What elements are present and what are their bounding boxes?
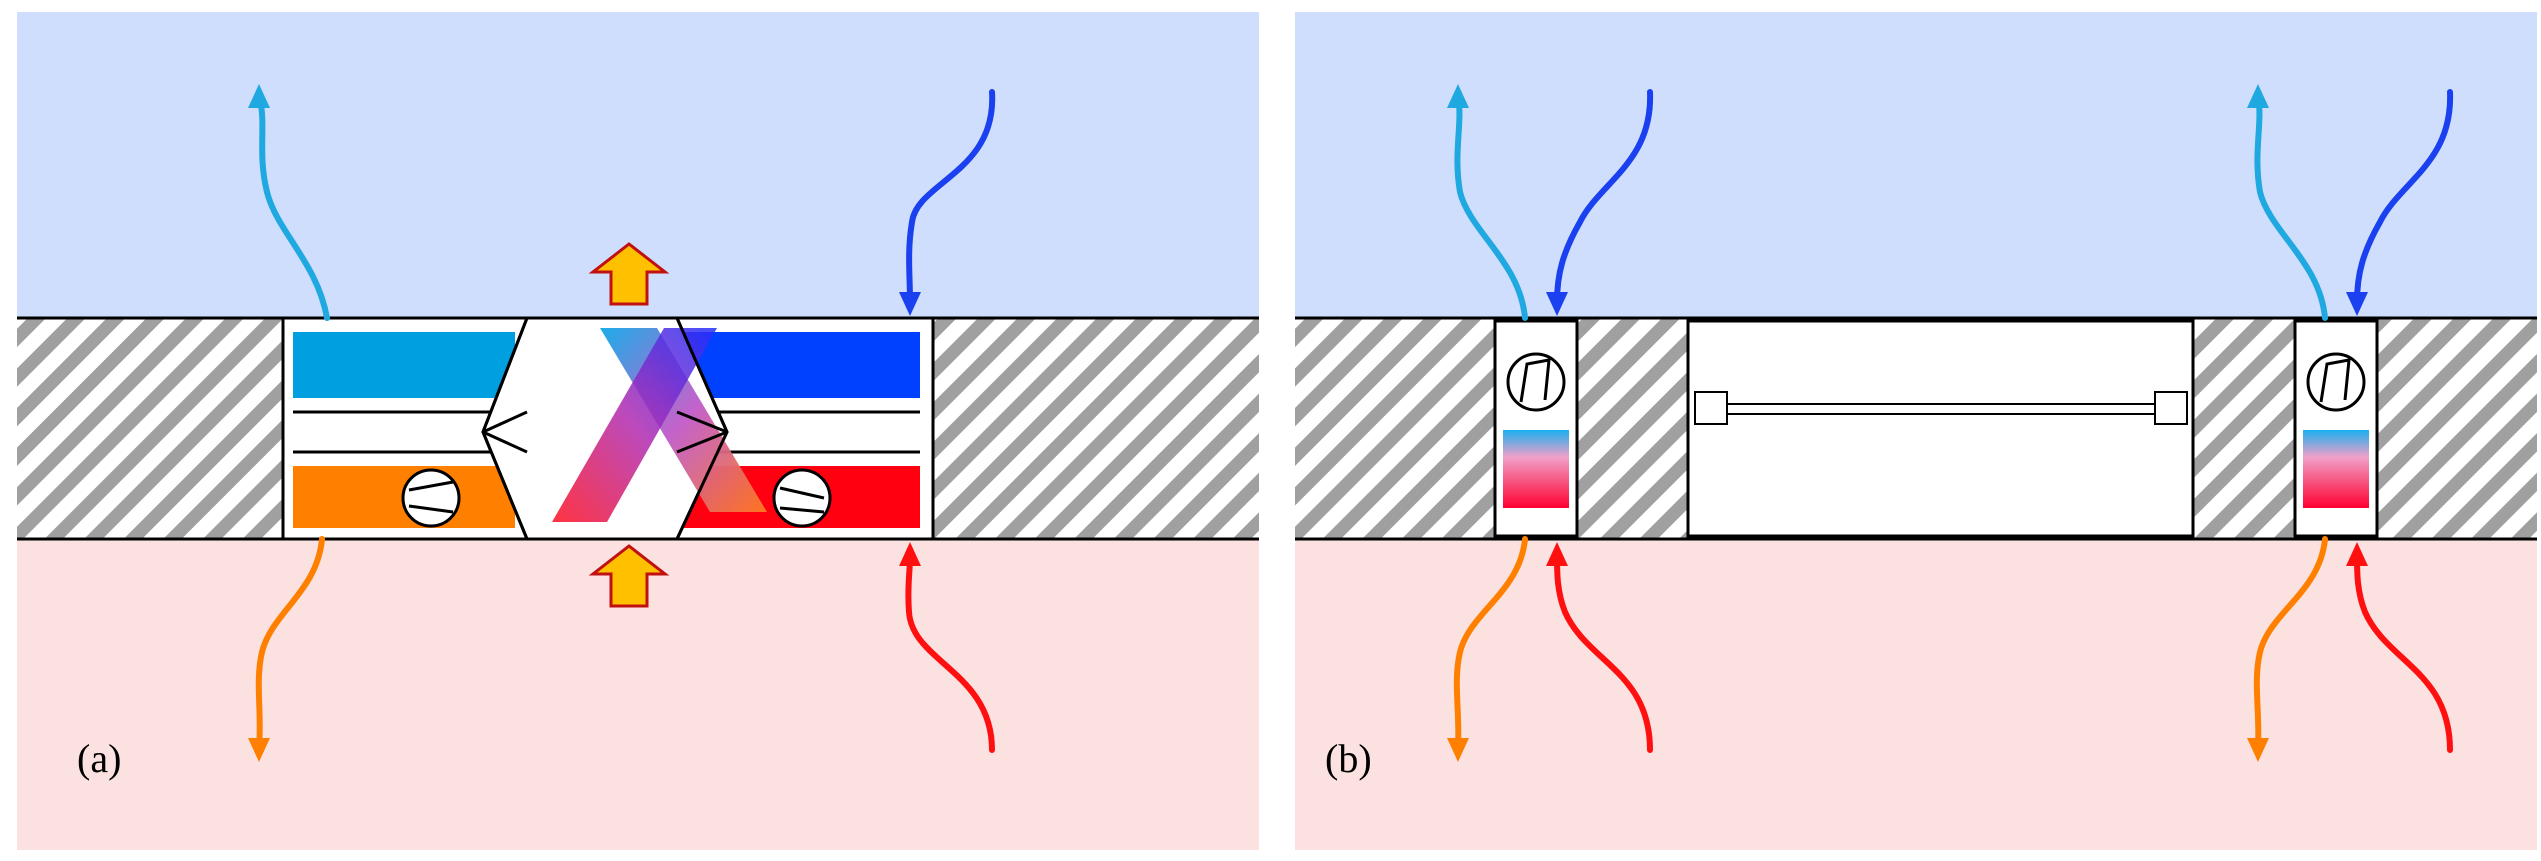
supply-air-arrowhead	[2247, 738, 2269, 762]
panel-a-diagram: (a)	[17, 12, 1259, 850]
heat-recovery-unit	[281, 316, 935, 541]
return-air-arrowhead	[2346, 542, 2368, 566]
fan-icon	[401, 468, 461, 528]
crossflow-heat-exchanger	[481, 316, 767, 541]
supply-air-arrowhead	[1447, 738, 1469, 762]
exhaust-duct	[293, 332, 515, 398]
return-air-arrow	[1554, 554, 1653, 753]
fresh-air-arrow	[1554, 89, 1654, 305]
exhaust-air-arrow	[256, 94, 330, 321]
ceramic-regenerator	[2303, 430, 2369, 508]
fresh-air-arrowhead	[899, 292, 921, 316]
panel-b-decentralized-units: (b)	[1295, 12, 2537, 850]
heat-flow-arrow-up	[588, 544, 670, 608]
regenerative-unit-left	[1493, 319, 1579, 538]
indoor-zone	[1295, 539, 2537, 850]
fresh-air-arrow	[906, 89, 996, 305]
ceramic-regenerator	[1503, 430, 1569, 508]
return-air-arrow	[905, 554, 995, 753]
fresh-air-arrowhead	[1546, 292, 1568, 316]
return-air-arrow	[2354, 554, 2453, 753]
supply-air-arrow	[255, 536, 325, 750]
return-air-arrowhead	[899, 542, 921, 566]
panel-b-diagram: (b)	[1295, 12, 2537, 850]
heat-flow-arrow-up	[588, 242, 670, 306]
fresh-air-duct	[680, 332, 920, 398]
panel-a-centralized-unit: (a)	[17, 12, 1259, 850]
return-air-arrowhead	[1546, 542, 1568, 566]
supply-air-arrow	[2253, 536, 2328, 750]
exhaust-air-arrowhead	[248, 84, 270, 108]
outdoor-zone	[1295, 12, 2537, 318]
exhaust-air-arrow	[2254, 94, 2328, 321]
exhaust-air-arrow	[1454, 94, 1528, 321]
panel-label: (b)	[1325, 736, 1372, 781]
exhaust-air-arrowhead	[2247, 84, 2269, 108]
window-frame	[1686, 319, 2195, 538]
supply-air-arrow	[1453, 536, 1528, 750]
fan-icon	[772, 468, 832, 528]
fresh-air-arrow	[2354, 89, 2454, 305]
exhaust-air-arrowhead	[1447, 84, 1469, 108]
panel-label: (a)	[77, 736, 121, 781]
fresh-air-arrowhead	[2346, 292, 2368, 316]
supply-air-arrowhead	[248, 738, 270, 762]
regenerative-unit-right	[2293, 319, 2379, 538]
